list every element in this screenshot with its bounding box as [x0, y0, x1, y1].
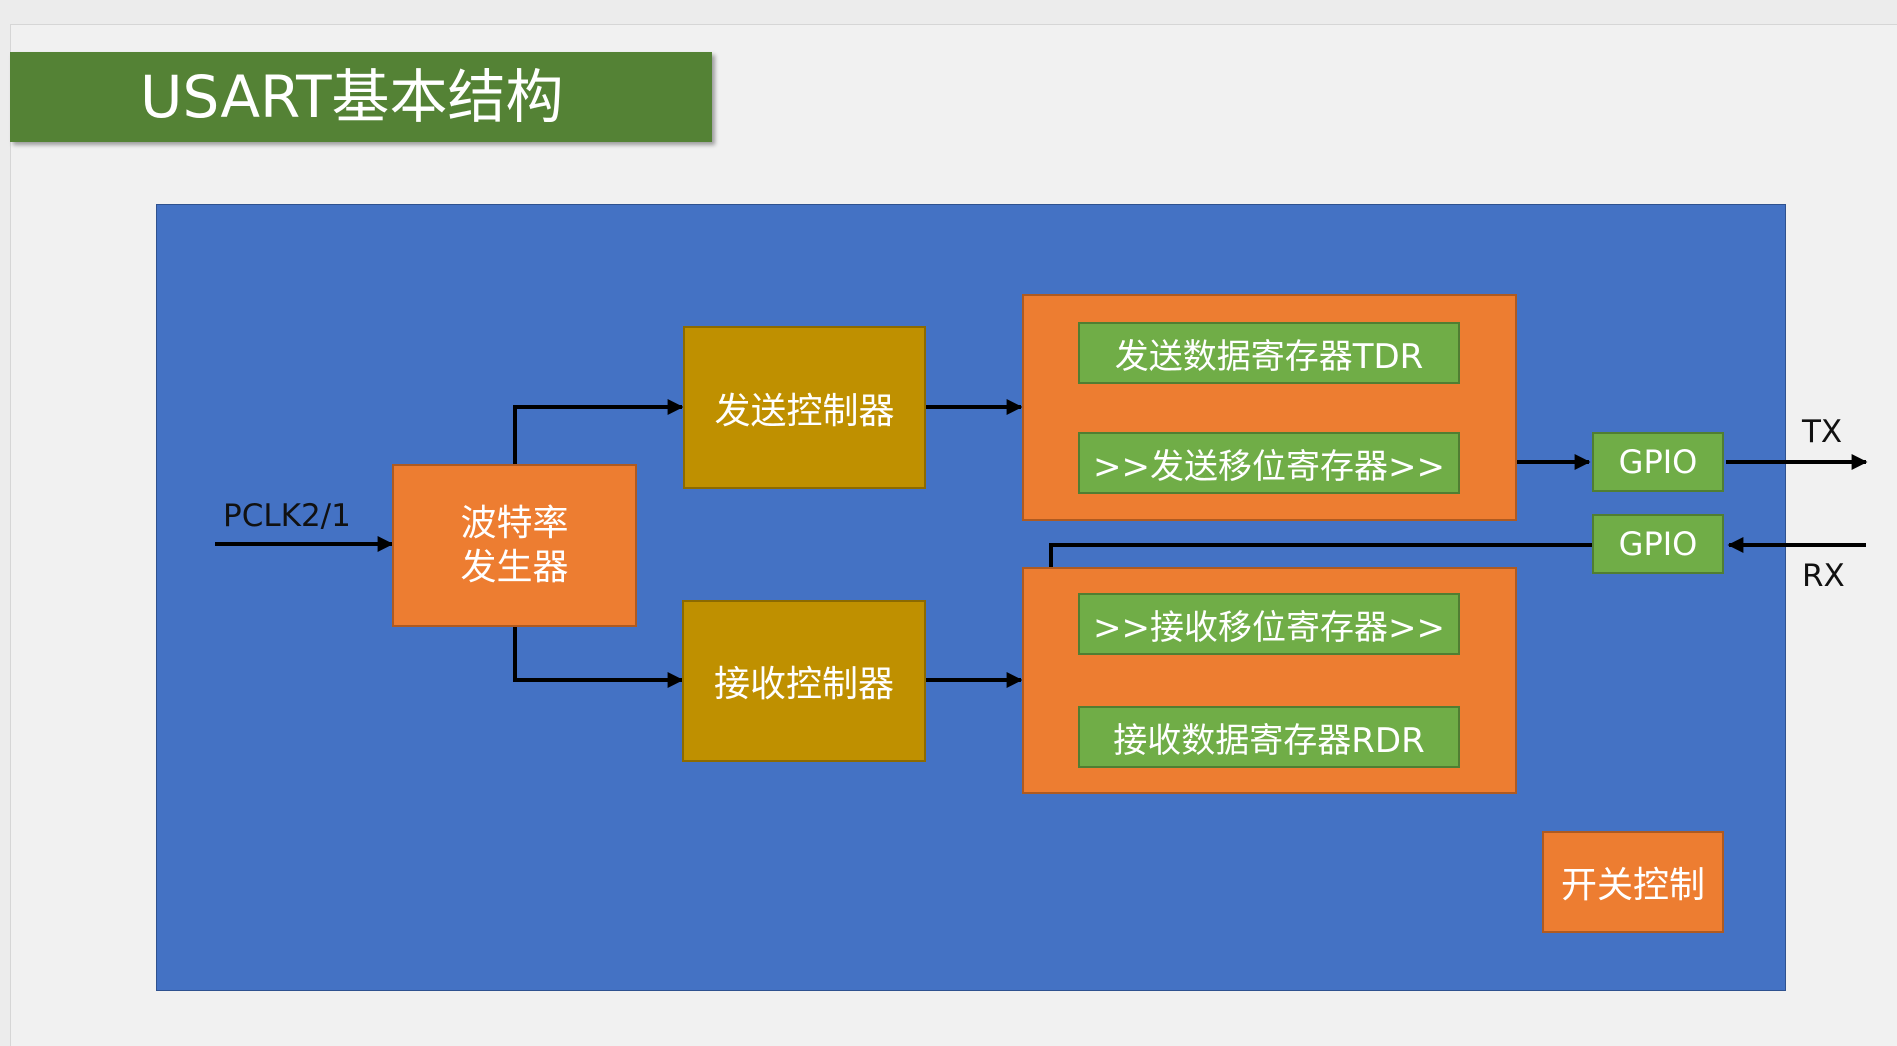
baud-rate-generator: 波特率 发生器	[392, 464, 637, 627]
baud-generator-line2: 发生器	[460, 546, 569, 588]
baud-generator-line1: 波特率	[460, 502, 569, 544]
slide-title: USART基本结构	[10, 52, 712, 142]
pclk-label: PCLK2/1	[223, 498, 351, 534]
tx-shift-register: >>发送移位寄存器>>	[1078, 432, 1460, 494]
baud-to-tx-arrow	[513, 399, 684, 464]
rx-pin-label: RX	[1802, 558, 1845, 594]
rx-controller: 接收控制器	[682, 600, 926, 762]
tdr-register: 发送数据寄存器TDR	[1078, 322, 1460, 384]
tx-controller: 发送控制器	[683, 326, 926, 489]
baud-to-rx-arrow	[513, 627, 684, 688]
rx-shift-register: >>接收移位寄存器>>	[1078, 593, 1460, 655]
rdr-register: 接收数据寄存器RDR	[1078, 706, 1460, 768]
gpio-rx: GPIO	[1592, 514, 1724, 574]
switch-control: 开关控制	[1542, 831, 1724, 933]
gpio-tx: GPIO	[1592, 432, 1724, 492]
tx-pin-label: TX	[1802, 414, 1843, 450]
